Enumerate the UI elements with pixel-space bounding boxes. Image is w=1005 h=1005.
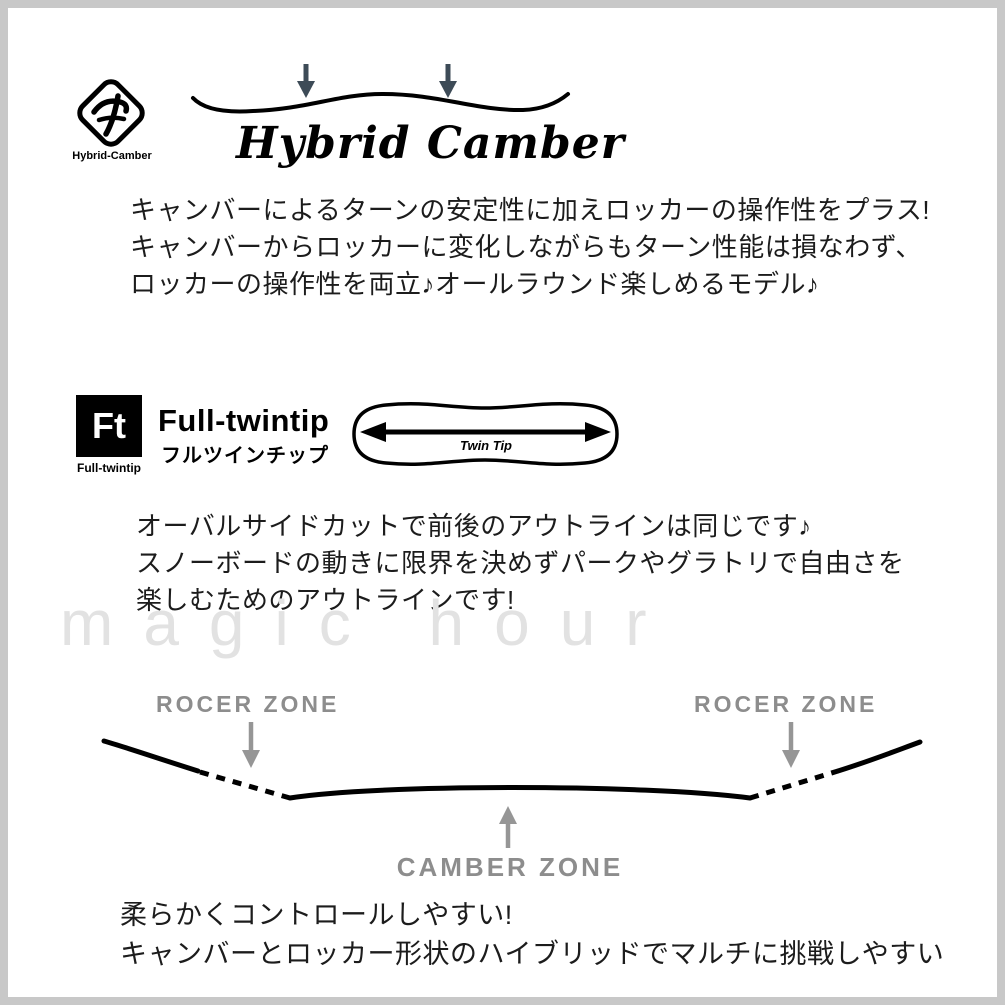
- hybrid-camber-title: Hybrid Camber: [236, 118, 625, 169]
- hybrid-camber-logo-caption: Hybrid-Camber: [72, 150, 152, 162]
- hybrid-camber-logo-icon: [77, 79, 145, 147]
- down-arrow-icon: [242, 722, 260, 768]
- description-line: キャンバーとロッカー形状のハイブリッドでマルチに挑戦しやすい: [120, 939, 945, 969]
- camber-zone-label: CAMBER ZONE: [396, 852, 624, 882]
- twin-tip-arrow-icon: [360, 422, 611, 442]
- board-side-profile-diagram: [101, 722, 923, 848]
- watermark: magic hour: [60, 587, 677, 659]
- description-line: 柔らかくコントロールしやすい!: [120, 900, 513, 930]
- board-tip-left: [101, 738, 201, 774]
- rocker-zone-label-left: ROCER ZONE: [156, 691, 340, 717]
- description-line: 楽しむためのアウトラインです!: [136, 585, 515, 615]
- camber-curve: [191, 91, 570, 114]
- camber-zone-curve: [287, 785, 753, 801]
- full-twintip-description: オーバルサイドカットで前後のアウトラインは同じです♪ スノーボードの動きに限界を…: [136, 508, 905, 619]
- description-line: スノーボードの動きに限界を決めずパークやグラトリで自由さを: [136, 548, 905, 578]
- rocker-zone-dashed-left: [199, 769, 291, 801]
- board-tip-right: [835, 739, 923, 774]
- description-line: オーバルサイドカットで前後のアウトラインは同じです♪: [136, 511, 812, 541]
- down-arrow-icon: [297, 64, 315, 98]
- description-line: キャンバーからロッカーに変化しながらもターン性能は損なわず、: [130, 232, 922, 262]
- rocker-zone-dashed-right: [749, 768, 839, 801]
- full-twintip-logo-caption: Full-twintip: [77, 461, 141, 475]
- rocker-zone-label-right: ROCER ZONE: [694, 691, 878, 717]
- up-arrow-icon: [499, 806, 517, 848]
- description-line: ロッカーの操作性を両立♪オールラウンド楽しめるモデル♪: [130, 269, 820, 299]
- full-twintip-title: Full-twintip: [158, 403, 330, 438]
- twintip-outline-diagram: [352, 402, 619, 466]
- board-profile-description: 柔らかくコントロールしやすい! キャンバーとロッカー形状のハイブリッドでマルチに…: [120, 896, 944, 974]
- down-arrow-icon: [782, 722, 800, 768]
- camber-profile-diagram: [191, 64, 570, 114]
- full-twintip-subtitle: フルツインチップ: [161, 445, 329, 467]
- hybrid-camber-description: キャンバーによるターンの安定性に加えロッカーの操作性をプラス! キャンバーからロ…: [130, 192, 930, 303]
- full-twintip-logo-icon: Ft: [76, 395, 142, 457]
- description-line: キャンバーによるターンの安定性に加えロッカーの操作性をプラス!: [130, 195, 931, 225]
- twin-tip-label: Twin Tip: [460, 438, 512, 453]
- down-arrow-icon: [439, 64, 457, 98]
